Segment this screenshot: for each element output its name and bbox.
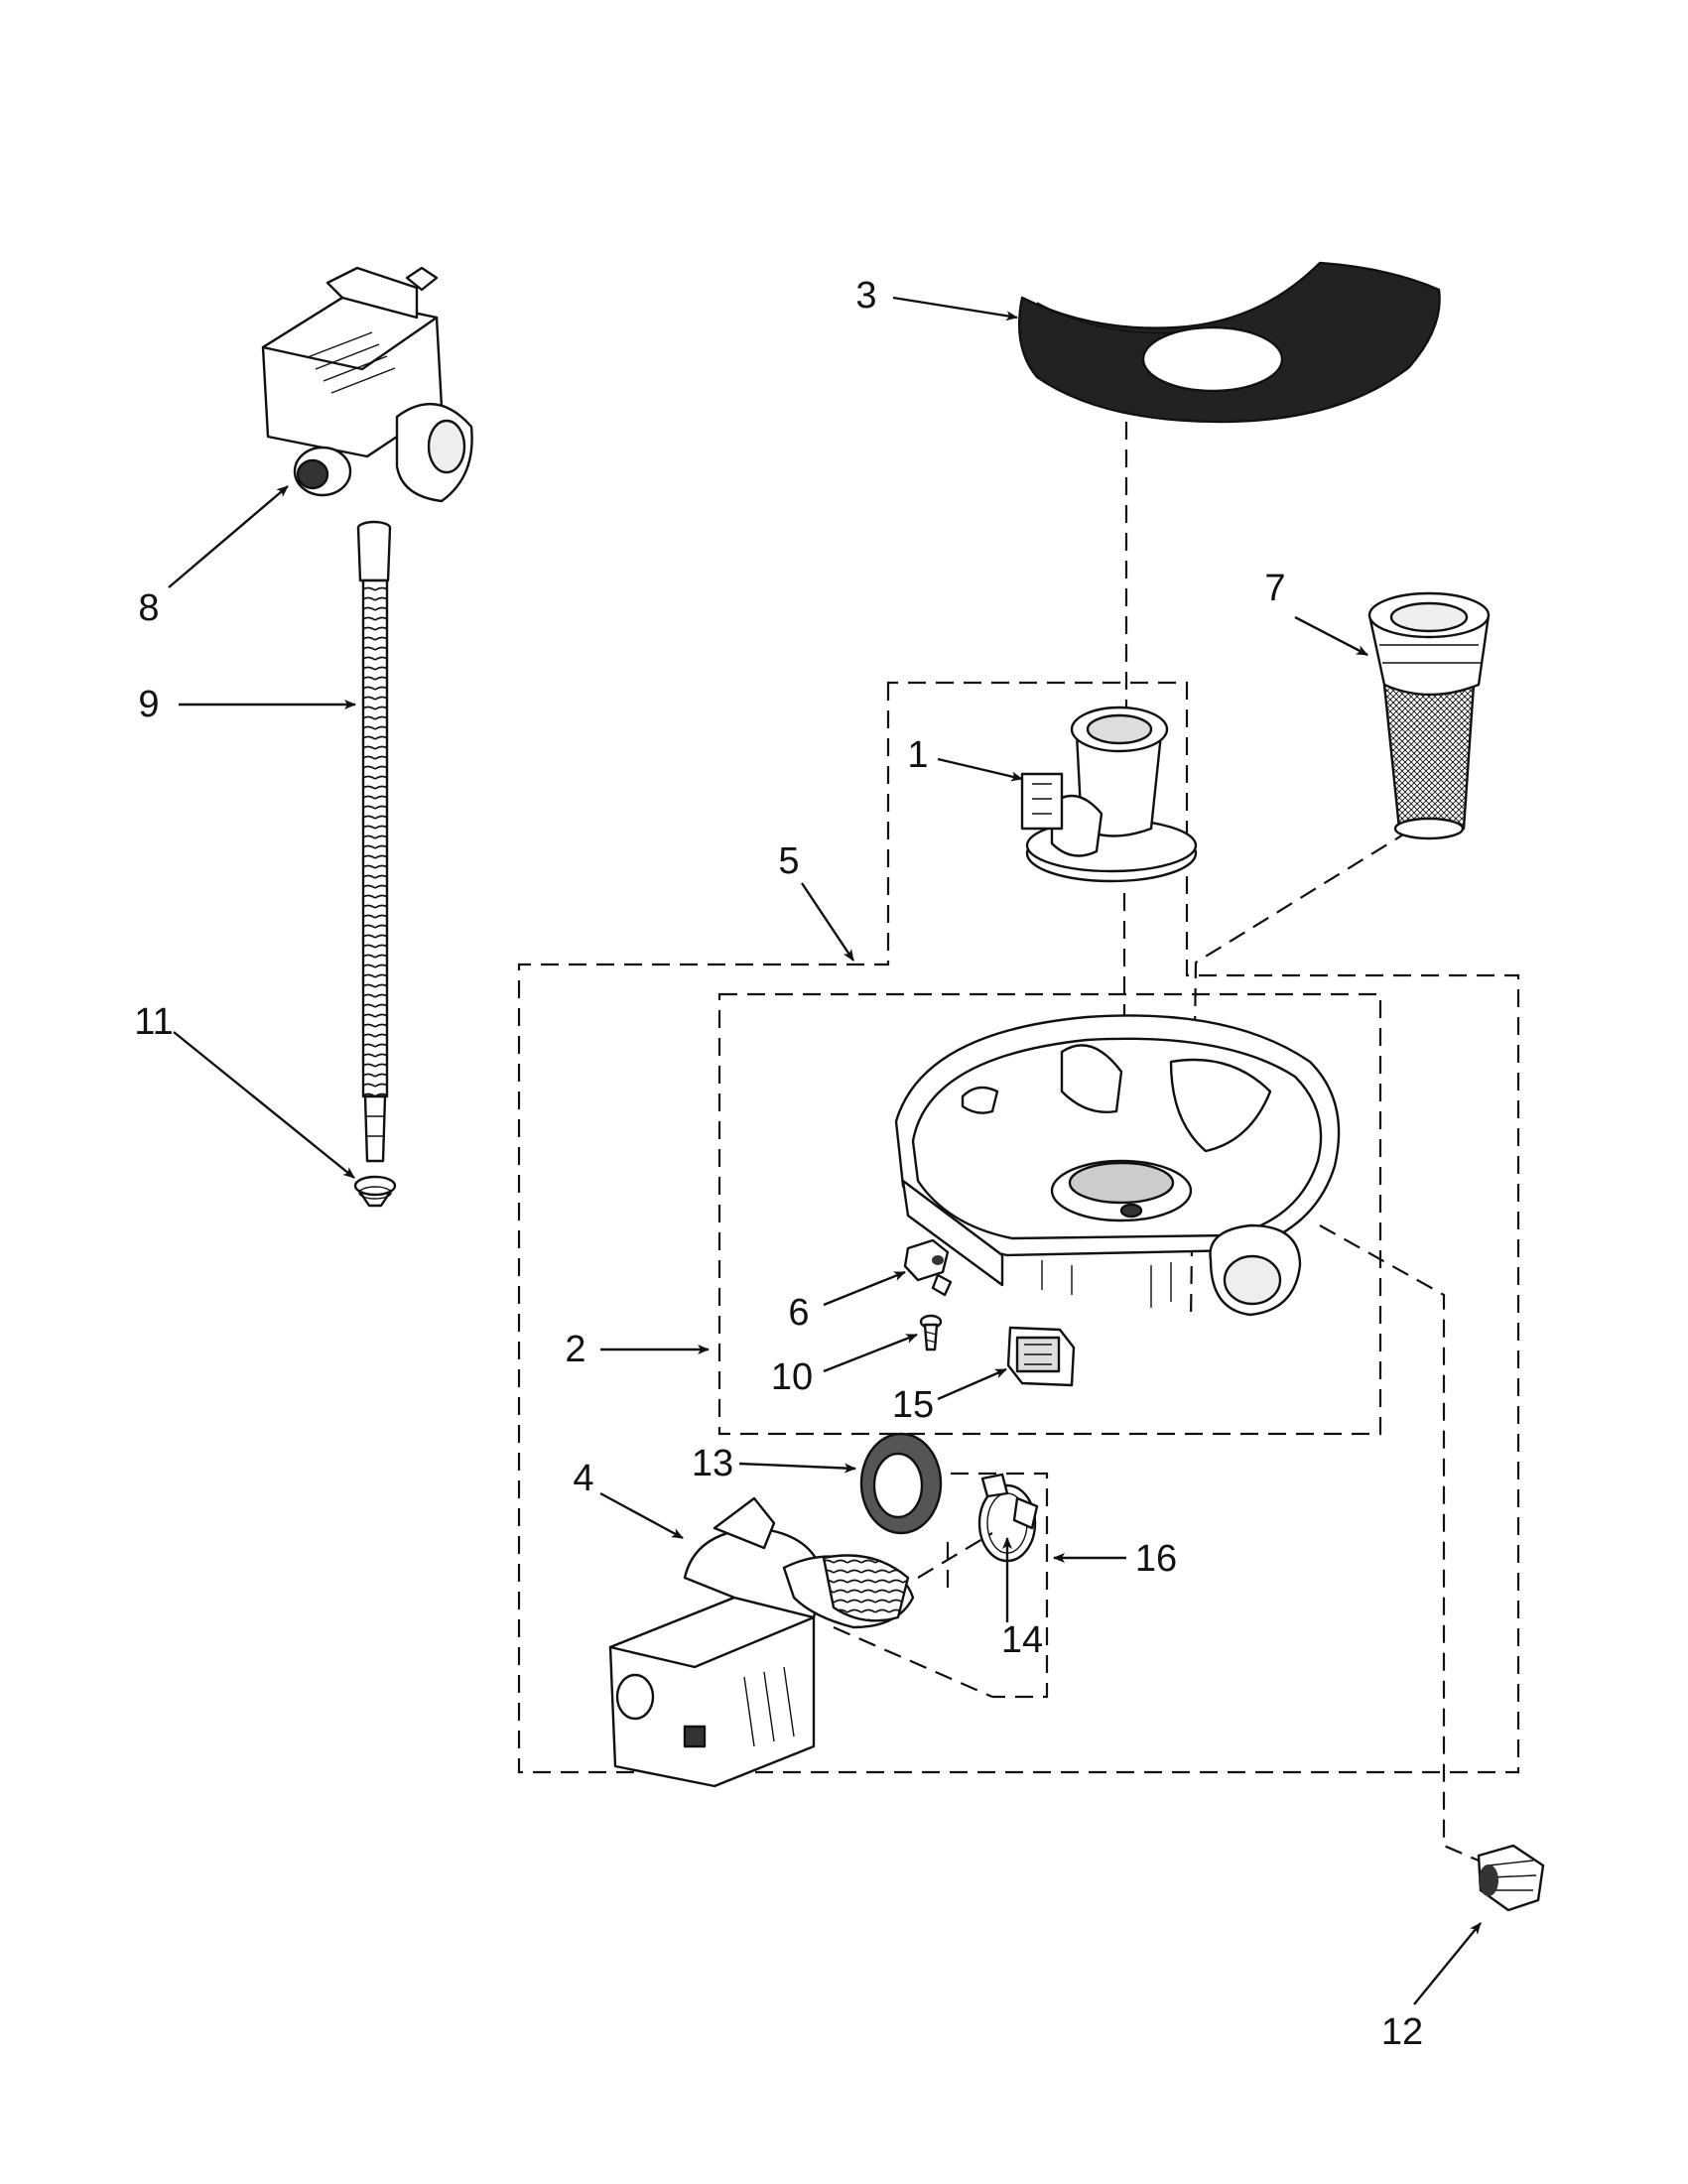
callout-8: 8 (138, 587, 159, 629)
leader-7 (1294, 615, 1368, 657)
alignment-line-4 (833, 1625, 993, 1699)
leader-11 (173, 1031, 355, 1179)
leader-8 (168, 485, 289, 588)
callout-15: 15 (892, 1384, 934, 1426)
callout-14: 14 (1001, 1619, 1043, 1661)
part-3-filter-shield (1017, 261, 1441, 424)
callout-12: 12 (1381, 2011, 1423, 2053)
callout-5: 5 (778, 840, 799, 882)
part-15-grommet (1006, 1326, 1076, 1387)
part-7-mesh-filter (1367, 591, 1491, 840)
callout-16: 16 (1135, 1538, 1177, 1580)
leader-4 (599, 1491, 684, 1540)
part-14-hose-clamp (977, 1473, 1039, 1563)
assembly-5-boundary (517, 681, 1520, 1774)
leader-10 (823, 1333, 918, 1373)
part-11-clamp-ring (353, 1175, 397, 1208)
leader-12 (1413, 1922, 1482, 2005)
leader-6 (823, 1270, 906, 1307)
callout-1: 1 (907, 734, 928, 776)
callout-4: 4 (573, 1458, 593, 1499)
part-12-sensor (1477, 1844, 1545, 1912)
part-9-drain-hose (356, 520, 392, 1163)
alignment-line-14 (917, 1532, 993, 1579)
part-6-bracket (903, 1238, 953, 1297)
callout-11: 11 (134, 1001, 173, 1043)
assembly-boundaries (517, 681, 1520, 1774)
assembly-16-boundary (946, 1472, 1049, 1699)
alignment-line-12 (1319, 1224, 1480, 1863)
leader-3 (892, 296, 1018, 321)
part-10-screw (919, 1314, 943, 1351)
leader-5 (801, 882, 854, 962)
leader-lines (168, 296, 1482, 2005)
callout-6: 6 (788, 1292, 809, 1334)
sump-housing (894, 1014, 1341, 1317)
callout-13: 13 (692, 1443, 733, 1484)
callout-10: 10 (771, 1356, 813, 1398)
part-4-pump-motor (608, 1496, 915, 1788)
leader-15 (937, 1367, 1007, 1401)
callout-7: 7 (1264, 568, 1285, 609)
leader-1 (937, 757, 1023, 782)
part-8-drain-pump (261, 266, 473, 503)
callout-labels: 3 8 9 7 1 5 11 6 2 10 15 13 4 16 14 12 (134, 275, 1423, 2053)
part-1-sump-inlet (1020, 706, 1198, 883)
leader-13 (738, 1462, 856, 1474)
callout-9: 9 (138, 684, 159, 725)
part-13-seal-ring (859, 1432, 943, 1535)
callout-2: 2 (565, 1329, 585, 1370)
callout-3: 3 (855, 275, 876, 317)
assembly-2-boundary (717, 992, 1382, 1436)
